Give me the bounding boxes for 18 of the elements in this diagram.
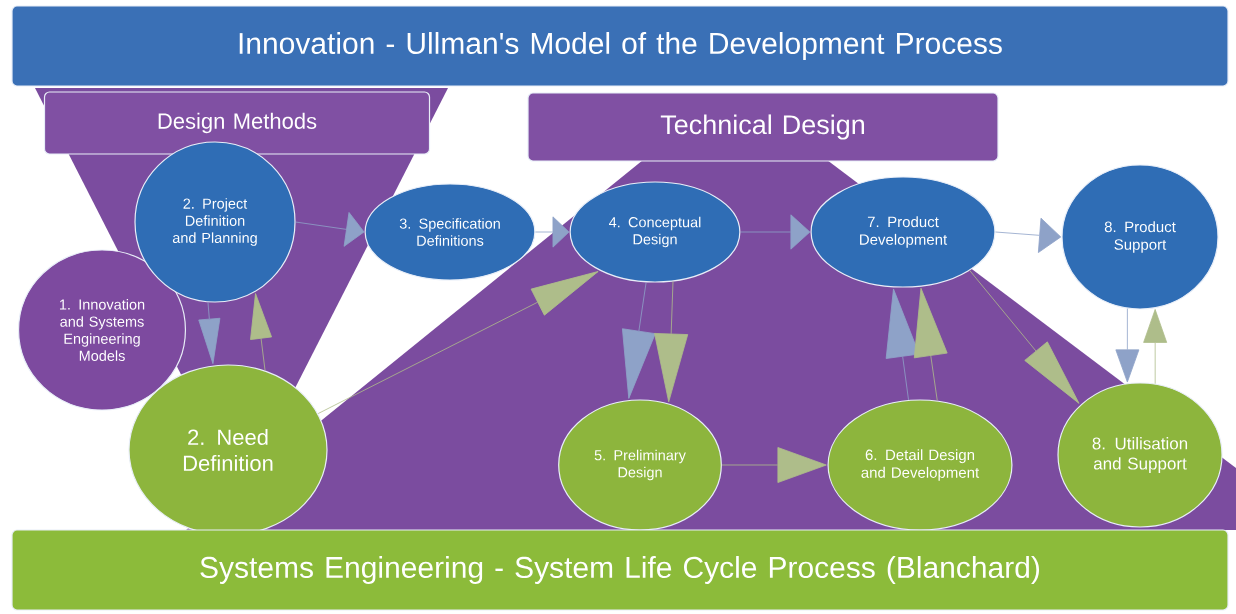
title-banner: Innovation - Ullman's Model of the Development Process [11,5,1229,87]
section-header: Technical Design [527,92,999,162]
arrow [969,270,1080,404]
arrow [913,287,948,401]
arrow [654,281,689,403]
arrow [1143,309,1168,385]
section-header: Design Methods [43,91,431,155]
arrow [721,447,827,483]
arrow [740,214,811,250]
arrow [1115,308,1140,383]
arrow [295,212,365,247]
title-banner: Systems Engineering - System Life Cycle Process (Blanchard) [11,529,1229,611]
arrow [317,271,599,414]
arrow [198,301,221,365]
arrow [250,293,272,371]
arrow [622,281,656,399]
arrow [995,217,1062,253]
arrow [535,216,570,248]
